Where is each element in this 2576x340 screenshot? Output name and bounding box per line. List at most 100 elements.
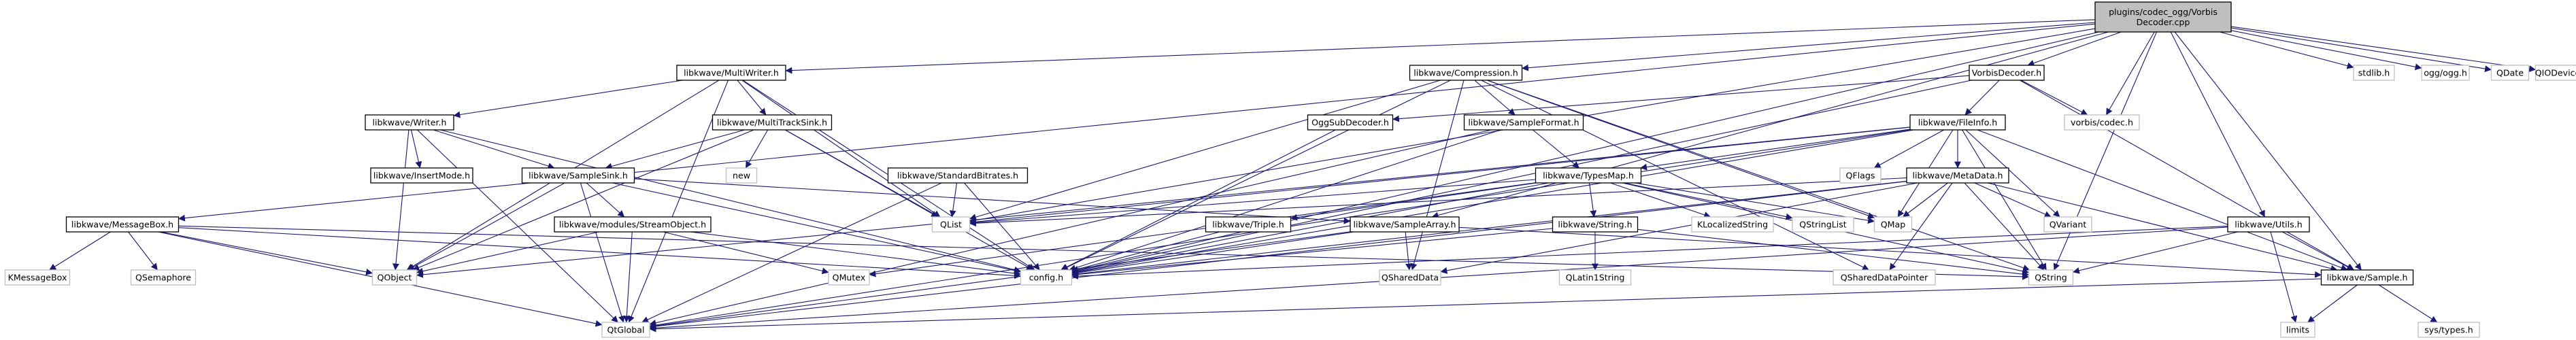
- node-label: KMessageBox: [8, 273, 67, 283]
- node-box: [371, 269, 418, 286]
- node-box: [1379, 269, 1441, 286]
- node-multitracksink[interactable]: libkwave/MultiTrackSink.h: [712, 114, 833, 131]
- node-oggsubdecoder[interactable]: OggSubDecoder.h: [1307, 114, 1394, 131]
- node-samplearray[interactable]: libkwave/SampleArray.h: [1350, 216, 1460, 233]
- node-metadata[interactable]: libkwave/MetaData.h: [1906, 167, 2009, 184]
- node-qiodevice: QIODevice: [2535, 65, 2576, 81]
- node-label: plugins/codec_ogg/Vorbis: [2109, 7, 2218, 17]
- node-box: [1020, 269, 1073, 286]
- node-new: new: [725, 167, 758, 184]
- node-label: vorbis/codec.h: [2071, 118, 2133, 128]
- node-label: libkwave/Sample.h: [2327, 273, 2408, 283]
- edge-typesmap-to-klocalizedstring: [1610, 182, 1711, 218]
- edge-typesmap-to-config: [1071, 182, 1549, 275]
- edge-fileinfo-to-qflags: [1873, 129, 1945, 169]
- node-insertmode[interactable]: libkwave/InsertMode.h: [370, 167, 473, 184]
- node-box: [2028, 269, 2074, 286]
- edge-vorbisdecoder-to-vorbiscodec: [2020, 80, 2088, 116]
- edge-samplesink-to-streamobject: [586, 182, 625, 218]
- edge-messagebox-to-config: [178, 227, 1021, 279]
- node-box: [887, 167, 1028, 184]
- edge-metadata-to-qglobal: [649, 181, 1907, 330]
- node-typesmap[interactable]: libkwave/TypesMap.h: [1535, 167, 1642, 184]
- node-label: QDate: [2496, 68, 2524, 78]
- edge-writer-to-insertmode: [410, 129, 422, 169]
- node-label: QtGlobal: [607, 325, 644, 335]
- node-label: stdlib.h: [2358, 68, 2390, 78]
- node-label: libkwave/modules/StreamObject.h: [559, 220, 706, 230]
- edge-vorbisdecoder-to-config: [1071, 80, 1972, 274]
- edge-writer-to-qobject: [392, 129, 409, 271]
- node-stringh[interactable]: libkwave/String.h: [1552, 216, 1639, 233]
- node-utils[interactable]: libkwave/Utils.h: [2227, 216, 2310, 233]
- node-multiwriter[interactable]: libkwave/MultiWriter.h: [676, 65, 786, 81]
- edge-samplesink-to-qobject: [407, 182, 565, 271]
- node-box: [2280, 322, 2315, 338]
- edge-root-to-stdlib: [2220, 31, 2354, 69]
- node-box: [2353, 65, 2395, 81]
- node-label: config.h: [1029, 273, 1064, 283]
- edge-multitracksink-to-qobject: [412, 129, 754, 271]
- edge-sample-to-limits: [2307, 284, 2358, 323]
- edge-metadata-to-config: [1071, 180, 1907, 277]
- edge-messagebox-to-qsemaphore: [128, 231, 158, 271]
- edge-utils-to-qstring: [2073, 231, 2239, 274]
- edge-messagebox-to-qobject: [161, 231, 373, 275]
- node-layer: plugins/codec_ogg/VorbisDecoder.cpplibkw…: [4, 1, 2576, 338]
- edge-fileinfo-to-config: [1071, 129, 1914, 275]
- edge-samplesink-to-samplearray: [634, 178, 1351, 224]
- node-streamobject[interactable]: libkwave/modules/StreamObject.h: [554, 216, 712, 233]
- edge-messagebox-to-qstring: [178, 225, 2029, 280]
- edge-root-to-vorbisdecoder: [2027, 31, 2122, 67]
- node-label: limits: [2286, 325, 2309, 335]
- node-box: [1906, 167, 2009, 184]
- node-qshareddata: QSharedData: [1379, 269, 1441, 286]
- node-root[interactable]: plugins/codec_ogg/VorbisDecoder.cpp: [2094, 1, 2232, 33]
- node-label: Decoder.cpp: [2137, 17, 2190, 27]
- node-label: QMutex: [833, 273, 866, 283]
- node-box: [1552, 216, 1639, 233]
- node-label: libkwave/SampleSink.h: [529, 171, 628, 181]
- node-box: [1969, 65, 2045, 81]
- node-qmutex: QMutex: [828, 269, 870, 286]
- node-triple[interactable]: libkwave/Triple.h: [1205, 216, 1292, 233]
- node-label: libkwave/SampleFormat.h: [1468, 118, 1579, 128]
- node-qobject: QObject: [371, 269, 418, 286]
- node-samplesink[interactable]: libkwave/SampleSink.h: [521, 167, 635, 184]
- edge-typesmap-to-qlist: [969, 179, 1536, 226]
- node-fileinfo[interactable]: libkwave/FileInfo.h: [1909, 114, 2006, 131]
- node-label: libkwave/InsertMode.h: [373, 171, 470, 181]
- node-writer[interactable]: libkwave/Writer.h: [365, 114, 454, 131]
- node-qdate: QDate: [2490, 65, 2530, 81]
- edge-standardbitrates-to-qglobal: [641, 182, 942, 323]
- edge-typesmap-to-stringh: [1588, 182, 1597, 218]
- edge-root-to-compression: [1522, 22, 2096, 71]
- node-sample[interactable]: libkwave/Sample.h: [2320, 269, 2414, 286]
- edge-vorbisdecoder-to-fileinfo: [1964, 80, 2000, 116]
- edge-streamobject-to-qglobal: [623, 231, 633, 323]
- edge-root-to-qdate: [2230, 27, 2492, 72]
- node-vorbisdecoder[interactable]: VorbisDecoder.h: [1969, 65, 2045, 81]
- edge-fileinfo-to-qobject: [416, 126, 1911, 278]
- node-label: ogg/ogg.h: [2424, 68, 2467, 78]
- node-box: [1350, 216, 1460, 233]
- node-compression[interactable]: libkwave/Compression.h: [1409, 65, 1523, 81]
- node-box: [931, 216, 971, 233]
- edge-streamobject-to-config: [690, 231, 1021, 277]
- edge-multitracksink-to-new: [745, 129, 769, 169]
- node-label: libkwave/Writer.h: [372, 118, 446, 128]
- node-sampleformat[interactable]: libkwave/SampleFormat.h: [1463, 114, 1584, 131]
- edge-typesmap-to-triple: [1290, 182, 1537, 221]
- node-label: libkwave/MultiWriter.h: [684, 68, 779, 78]
- node-messagebox[interactable]: libkwave/MessageBox.h: [65, 216, 180, 233]
- node-box: [1909, 114, 2006, 131]
- node-standardbitrates[interactable]: libkwave/StandardBitrates.h: [887, 167, 1028, 184]
- node-box: [2490, 65, 2530, 81]
- edge-triple-to-config: [1071, 231, 1220, 273]
- edge-samplearray-to-config: [1071, 231, 1354, 276]
- node-qlatin1string: QLatin1String: [1558, 269, 1632, 286]
- node-box: [1205, 216, 1292, 233]
- edge-typesmap-to-qmutex: [869, 182, 1536, 277]
- node-box: [712, 114, 833, 131]
- node-stdlib: stdlib.h: [2353, 65, 2395, 81]
